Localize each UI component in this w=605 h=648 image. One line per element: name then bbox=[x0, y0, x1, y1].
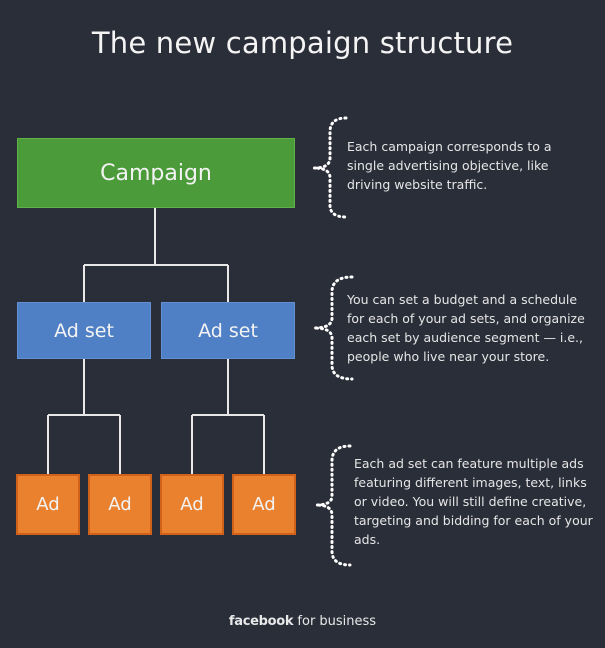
brace-campaign-icon bbox=[313, 116, 348, 219]
facebook-wordmark: facebook bbox=[228, 614, 294, 629]
brace-adset-icon bbox=[313, 275, 354, 381]
brace-ad-icon bbox=[315, 444, 352, 567]
ad-set-box: Ad set bbox=[17, 302, 151, 359]
campaign-box: Campaign bbox=[17, 138, 295, 208]
ad-box: Ad bbox=[16, 474, 80, 535]
diagram-title: The new campaign structure bbox=[91, 26, 514, 60]
ad-box: Ad bbox=[160, 474, 224, 535]
ad-box: Ad bbox=[232, 474, 296, 535]
footer-logo: facebook for business bbox=[0, 614, 605, 629]
adset-1-connector bbox=[47, 359, 121, 474]
campaign-connector bbox=[83, 208, 229, 302]
ad-box: Ad bbox=[88, 474, 152, 535]
footer-suffix: for business bbox=[293, 614, 377, 629]
adset-2-connector bbox=[191, 359, 265, 474]
ad-set-box: Ad set bbox=[161, 302, 295, 359]
ad-set-description: You can set a budget and a schedule for … bbox=[347, 292, 585, 364]
campaign-description: Each campaign corresponds to a single ad… bbox=[347, 139, 552, 192]
ad-description: Each ad set can feature multiple ads fea… bbox=[354, 456, 593, 547]
